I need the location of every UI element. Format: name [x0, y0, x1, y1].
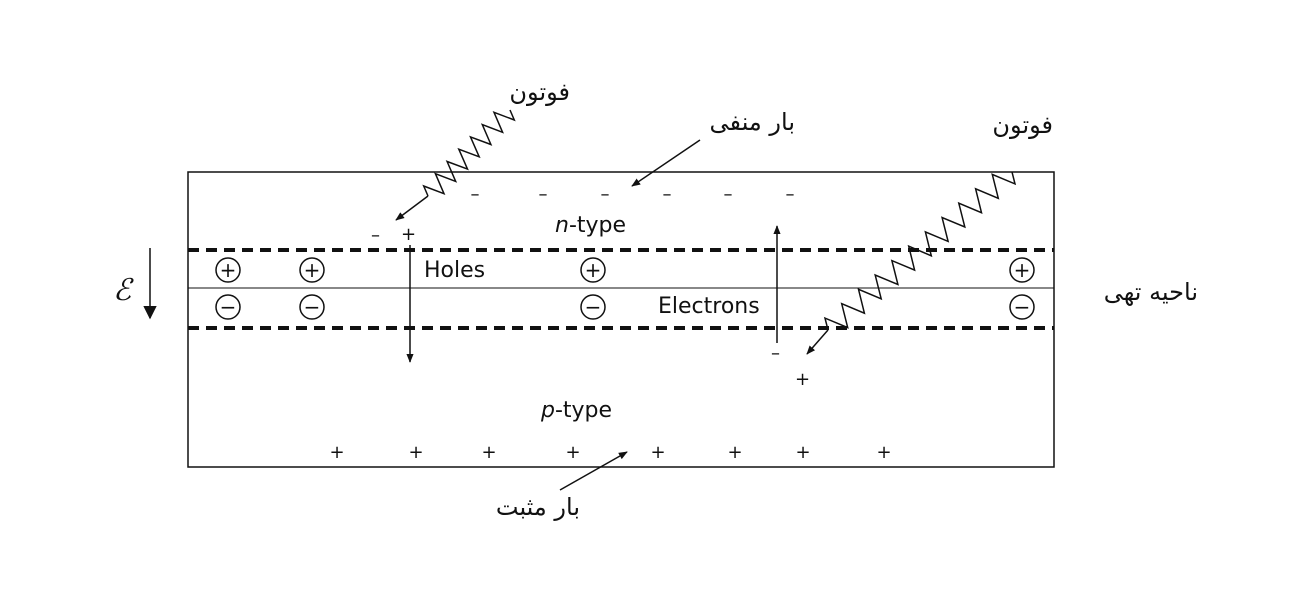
holes-label: Holes: [424, 258, 485, 283]
photon-arrow-right: [806, 329, 829, 355]
p-region-positive-charge: +: [876, 442, 891, 463]
n-region-negative-charge: –: [724, 184, 733, 205]
depletion-region-label: ناحیه تهی: [1104, 278, 1198, 306]
photon-arrow-left: [395, 195, 429, 221]
photon-wave-left: [422, 109, 516, 197]
n-region-negative-charge: –: [601, 184, 610, 205]
electrons-label: Electrons: [658, 294, 760, 319]
negative-ion-ring: [580, 294, 606, 320]
photon-label-right: فوتون: [992, 111, 1053, 139]
positive-ion-ring: [1009, 257, 1035, 283]
negative-charge-pointer: [631, 139, 701, 187]
positive-ion: +: [220, 258, 237, 282]
junction-box: [187, 171, 1055, 468]
positive-charge-pointer: [559, 451, 628, 491]
p-region-positive-charge: +: [329, 442, 344, 463]
field-symbol: ℰ: [113, 273, 134, 308]
n-region-negative-charge: –: [471, 184, 480, 205]
negative-charge-label: بار منفی: [710, 108, 795, 136]
positive-charge-label: بار مثبت: [496, 493, 580, 521]
p-region-positive-charge: +: [650, 442, 665, 463]
p-region-positive-charge: +: [727, 442, 742, 463]
p-region-positive-charge: +: [481, 442, 496, 463]
positive-ion: +: [304, 258, 321, 282]
generated-hole-right: +: [795, 369, 810, 390]
n-region-negative-charges: ––––––: [471, 184, 795, 205]
p-region-positive-charges: + + + + + + + +: [329, 442, 891, 463]
p-region-positive-charge: +: [408, 442, 423, 463]
n-region-negative-charge: –: [786, 184, 795, 205]
p-region-positive-charge: +: [795, 442, 810, 463]
positive-ion-ring: [580, 257, 606, 283]
p-type-label: p-type: [540, 398, 612, 423]
p-region-positive-charge: +: [565, 442, 580, 463]
positive-ion: +: [585, 258, 602, 282]
negative-ion-ring: [299, 294, 325, 320]
negative-ion-ring: [215, 294, 241, 320]
n-type-label: n-type: [555, 213, 626, 238]
generated-electron-left: –: [371, 225, 380, 246]
positive-ion-ring: [299, 257, 325, 283]
depletion-ions: + − + − + − + −: [215, 257, 1035, 320]
generated-electron-right: –: [771, 343, 780, 364]
negative-ion-ring: [1009, 294, 1035, 320]
photon-wave-right: [823, 171, 1017, 331]
negative-ion: −: [304, 295, 321, 319]
n-region-negative-charge: –: [663, 184, 672, 205]
positive-ion: +: [1014, 258, 1031, 282]
negative-ion: −: [220, 295, 237, 319]
positive-ion-ring: [215, 257, 241, 283]
generated-hole-left: +: [401, 224, 416, 245]
photon-label-left: فوتون: [509, 78, 570, 106]
negative-ion: −: [585, 295, 602, 319]
negative-ion: −: [1014, 295, 1031, 319]
n-region-negative-charge: –: [539, 184, 548, 205]
